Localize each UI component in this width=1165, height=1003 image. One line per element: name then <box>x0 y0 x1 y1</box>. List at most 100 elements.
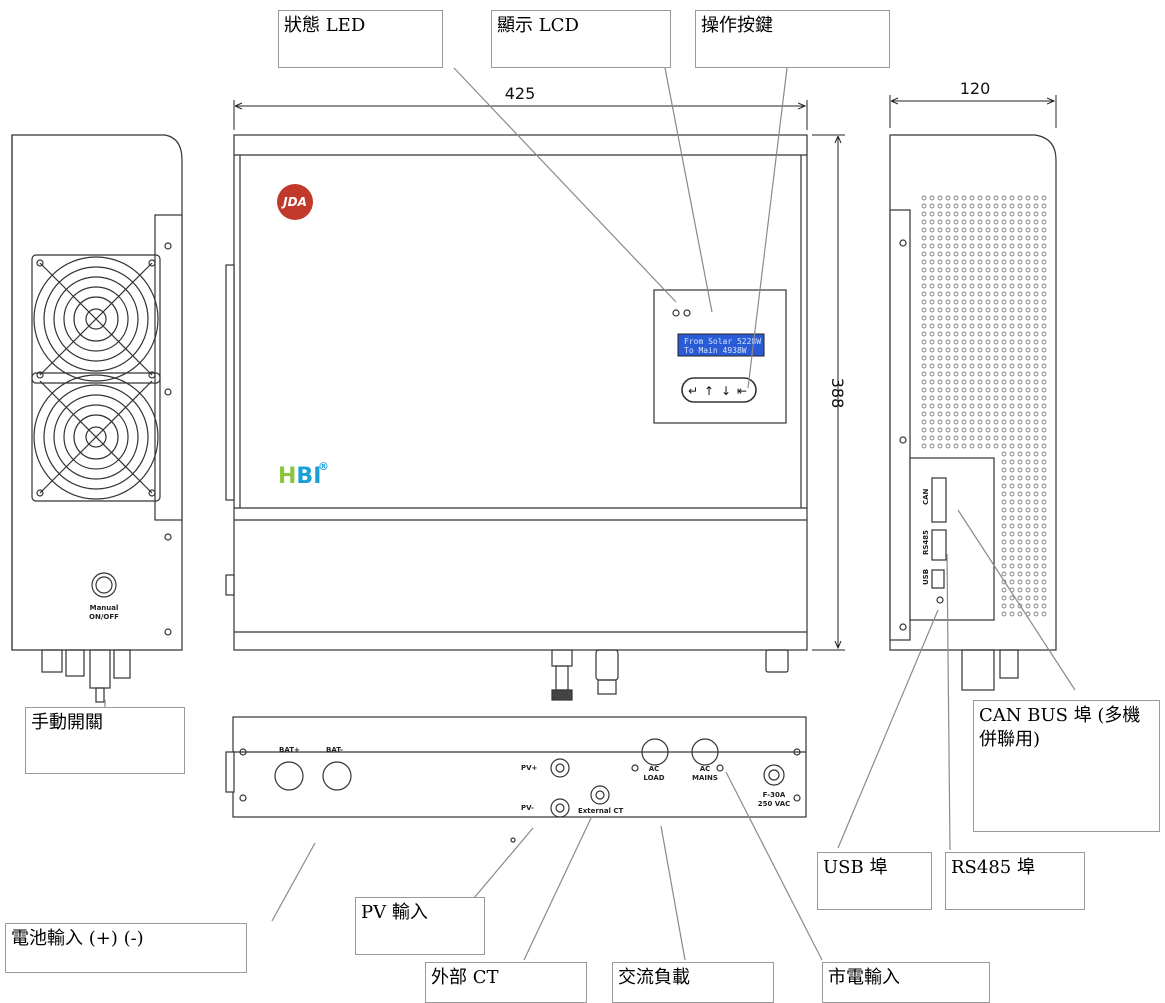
vent-hole <box>1001 243 1007 249</box>
vent-hole <box>993 411 999 417</box>
vent-hole <box>953 315 959 321</box>
vent-hole <box>985 315 991 321</box>
vent-hole <box>1017 483 1023 489</box>
vent-hole <box>977 371 983 377</box>
vent-hole <box>1033 379 1039 385</box>
vent-hole <box>1009 531 1015 537</box>
vent-hole <box>945 227 951 233</box>
vent-hole <box>1001 331 1007 337</box>
usb-port-label: USB <box>922 569 930 585</box>
vent-hole <box>929 251 935 257</box>
vent-hole <box>953 395 959 401</box>
vent-hole <box>1025 251 1031 257</box>
vent-hole <box>953 379 959 385</box>
vent-hole <box>977 419 983 425</box>
vent-hole <box>961 195 967 201</box>
vent-hole <box>1001 571 1007 577</box>
vent-hole <box>1017 563 1023 569</box>
vent-hole <box>929 267 935 273</box>
vent-hole <box>921 395 927 401</box>
vent-hole <box>1017 323 1023 329</box>
vent-hole <box>1017 547 1023 553</box>
vent-hole <box>929 395 935 401</box>
vent-hole <box>1001 291 1007 297</box>
external-ct-label: External CT <box>578 807 624 815</box>
vent-hole <box>985 355 991 361</box>
vent-hole <box>1009 291 1015 297</box>
vent-hole <box>1009 355 1015 361</box>
vent-hole <box>1017 499 1023 505</box>
vent-hole <box>1033 331 1039 337</box>
vent-hole <box>985 299 991 305</box>
vent-hole <box>977 227 983 233</box>
vent-hole <box>1009 563 1015 569</box>
vent-hole <box>977 403 983 409</box>
vent-hole <box>977 259 983 265</box>
vent-hole <box>985 347 991 353</box>
dimension-lines <box>233 95 1057 651</box>
vent-hole <box>961 395 967 401</box>
vent-hole <box>1033 403 1039 409</box>
vent-hole <box>1025 571 1031 577</box>
vent-hole <box>953 203 959 209</box>
vent-hole <box>929 259 935 265</box>
vent-hole <box>1017 459 1023 465</box>
vent-hole <box>1009 499 1015 505</box>
vent-hole <box>945 267 951 273</box>
vent-hole <box>969 443 975 449</box>
vent-hole <box>1009 451 1015 457</box>
vent-hole <box>1041 203 1047 209</box>
vent-hole <box>1009 523 1015 529</box>
vent-hole <box>993 419 999 425</box>
vent-hole <box>953 275 959 281</box>
vent-hole <box>1009 227 1015 233</box>
vent-hole <box>1033 291 1039 297</box>
vent-hole <box>969 403 975 409</box>
vent-hole <box>961 419 967 425</box>
vent-hole <box>1025 403 1031 409</box>
bat-minus-port <box>322 761 352 791</box>
vent-hole <box>1033 491 1039 497</box>
vent-hole <box>977 203 983 209</box>
vent-hole <box>1041 395 1047 401</box>
vent-hole <box>1025 275 1031 281</box>
vent-hole <box>1001 211 1007 217</box>
vent-hole <box>1033 419 1039 425</box>
vent-hole <box>977 395 983 401</box>
vent-hole <box>937 347 943 353</box>
vent-hole <box>1017 203 1023 209</box>
vent-hole <box>1025 523 1031 529</box>
vent-hole <box>961 283 967 289</box>
vent-hole <box>1033 499 1039 505</box>
vent-hole <box>1025 267 1031 273</box>
vent-hole <box>1033 467 1039 473</box>
vent-hole <box>1009 467 1015 473</box>
vent-hole <box>1001 347 1007 353</box>
vent-hole <box>985 251 991 257</box>
vent-hole <box>1009 363 1015 369</box>
vent-hole <box>1017 363 1023 369</box>
vent-hole <box>985 235 991 241</box>
vent-hole <box>1009 387 1015 393</box>
vent-hole <box>1017 411 1023 417</box>
vent-hole <box>953 435 959 441</box>
vent-hole <box>1017 379 1023 385</box>
vent-hole <box>1017 315 1023 321</box>
jda-logo-text: JDA <box>281 195 307 209</box>
vent-hole <box>1017 555 1023 561</box>
vent-hole <box>945 211 951 217</box>
vent-hole <box>1017 475 1023 481</box>
status-led-icon <box>683 309 691 317</box>
vent-hole <box>1041 427 1047 433</box>
vent-hole <box>1017 275 1023 281</box>
vent-hole <box>929 195 935 201</box>
vent-hole <box>1001 355 1007 361</box>
vent-hole <box>1025 283 1031 289</box>
vent-hole <box>1001 515 1007 521</box>
vent-hole <box>1017 491 1023 497</box>
vent-hole <box>1033 587 1039 593</box>
vent-hole <box>1041 347 1047 353</box>
vent-hole <box>953 219 959 225</box>
ac-mains-label-1: AC <box>700 765 711 773</box>
vent-hole <box>929 299 935 305</box>
